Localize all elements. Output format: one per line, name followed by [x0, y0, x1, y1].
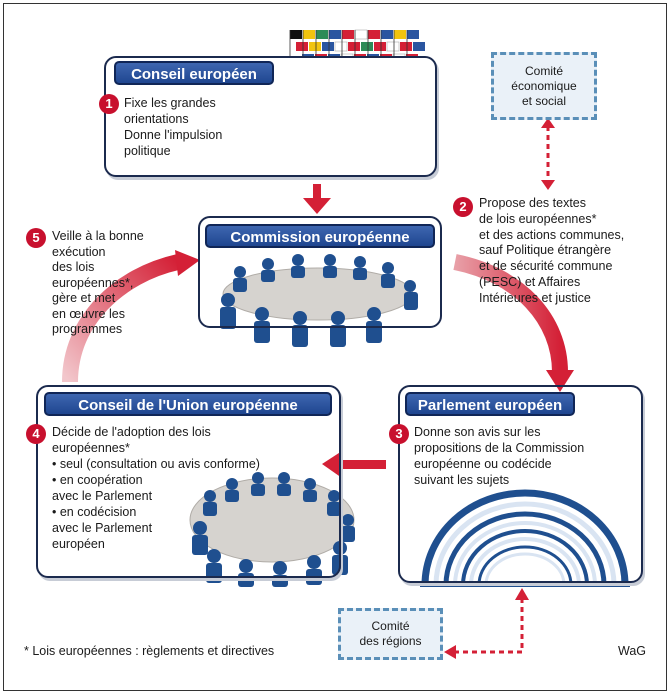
parlement-text: Donne son avis sur les propositions de l…: [414, 425, 585, 487]
step-1-badge: 1: [99, 94, 119, 114]
arrow-conseil-to-commission: [62, 254, 180, 383]
hemicycle: [420, 489, 630, 587]
arrow-head: [175, 250, 200, 276]
commission-title: Commission européenne: [205, 224, 435, 248]
parlement-title: Parlement européen: [405, 392, 575, 416]
commission-table: [220, 254, 418, 347]
step-4-badge: 4: [26, 424, 46, 444]
arrow-left-parlement-conseil: [322, 451, 342, 478]
step-5-badge: 5: [26, 228, 46, 248]
conseil-union-title: Conseil de l'Union européenne: [44, 392, 332, 416]
conseil-europeen-text: Fixe les grandes orientations Donne l'im…: [124, 96, 223, 158]
commission-panel: [198, 216, 442, 328]
parlement-panel: [398, 385, 643, 583]
arrow-commission-to-parlement: [453, 254, 568, 373]
diagram-frame: [3, 3, 667, 691]
step-5-text: Veille à la bonne exécution des lois eur…: [52, 229, 144, 336]
step-3-badge: 3: [389, 424, 409, 444]
conseil-ue-table: [189, 472, 355, 587]
conseil-union-panel: [36, 385, 341, 578]
conseil-europeen-title: Conseil européen: [114, 61, 274, 85]
step-2-text: Propose des textes de lois européennes* …: [479, 196, 625, 305]
arrow-down-conseil-commission: [303, 198, 331, 214]
footnote: * Lois européennes : règlements et direc…: [24, 644, 275, 658]
conseil-union-text: Décide de l'adoption des lois européenne…: [52, 425, 260, 551]
signature: WaG: [618, 644, 647, 658]
comite-economique-box: Comité économique et social: [491, 52, 597, 120]
arrow-head: [546, 370, 574, 392]
step-2-badge: 2: [453, 197, 473, 217]
comite-regions-box: Comité des régions: [338, 608, 443, 660]
